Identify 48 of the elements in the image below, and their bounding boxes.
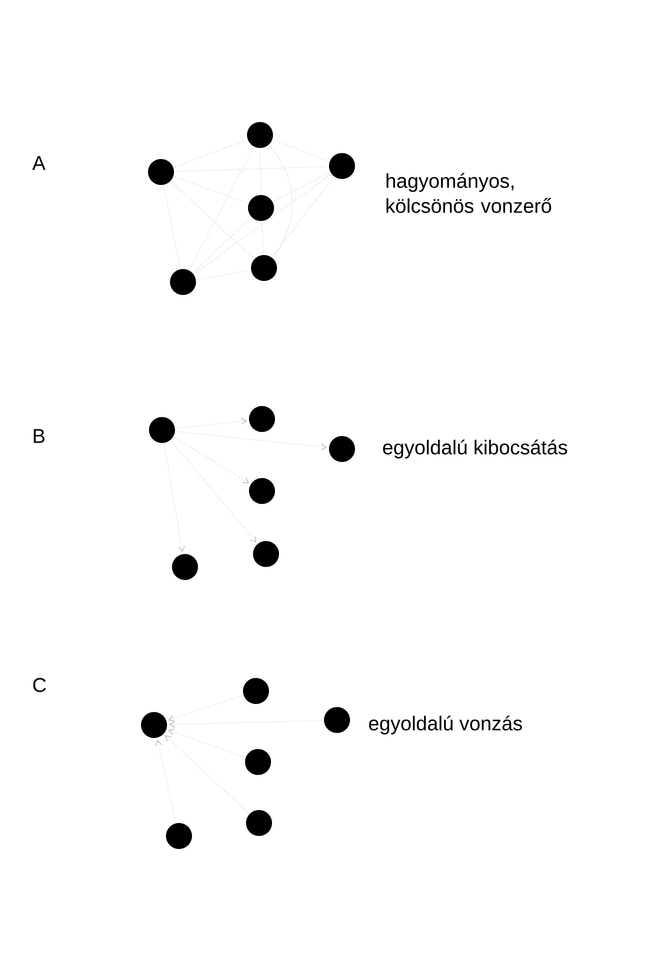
connector <box>176 418 247 429</box>
connector <box>174 438 250 484</box>
connector <box>174 140 246 167</box>
panel-letter: B <box>34 429 44 443</box>
panel-letter: A <box>32 156 46 170</box>
caption-text: egyoldalú kibocsátás <box>383 440 568 458</box>
dot <box>253 541 279 567</box>
caption-text: hagyományos, kölcsönös vonzerő <box>386 173 552 213</box>
connector <box>164 186 180 268</box>
connector <box>176 431 327 450</box>
dot <box>248 195 274 221</box>
caption-text: egyoldalú vonzás <box>369 716 522 734</box>
dot <box>166 823 192 849</box>
dot <box>249 406 275 432</box>
connector <box>272 178 334 256</box>
connector <box>155 740 176 822</box>
dot <box>247 122 273 148</box>
connector <box>168 696 242 722</box>
connector <box>171 441 256 542</box>
connector <box>190 148 254 269</box>
dot <box>149 417 175 443</box>
connector <box>274 172 329 202</box>
connector <box>172 182 254 258</box>
connector <box>164 444 185 552</box>
dot <box>243 678 269 704</box>
connector <box>165 735 248 813</box>
connector <box>169 720 322 728</box>
dot <box>245 749 271 775</box>
dot <box>148 159 174 185</box>
connector <box>168 728 244 758</box>
dot <box>329 436 355 462</box>
dot <box>172 554 198 580</box>
dot <box>324 707 350 733</box>
dot <box>246 810 272 836</box>
dot <box>329 153 355 179</box>
panel-letter: C <box>33 678 46 692</box>
connector <box>176 166 328 172</box>
connector <box>274 140 328 161</box>
connector <box>175 176 247 204</box>
connector <box>194 174 330 274</box>
connector <box>261 222 264 254</box>
dot <box>249 478 275 504</box>
dot <box>251 255 277 281</box>
connector <box>260 150 262 194</box>
connector <box>198 270 250 280</box>
dot <box>141 712 167 738</box>
dot <box>170 269 196 295</box>
connector <box>194 218 250 272</box>
